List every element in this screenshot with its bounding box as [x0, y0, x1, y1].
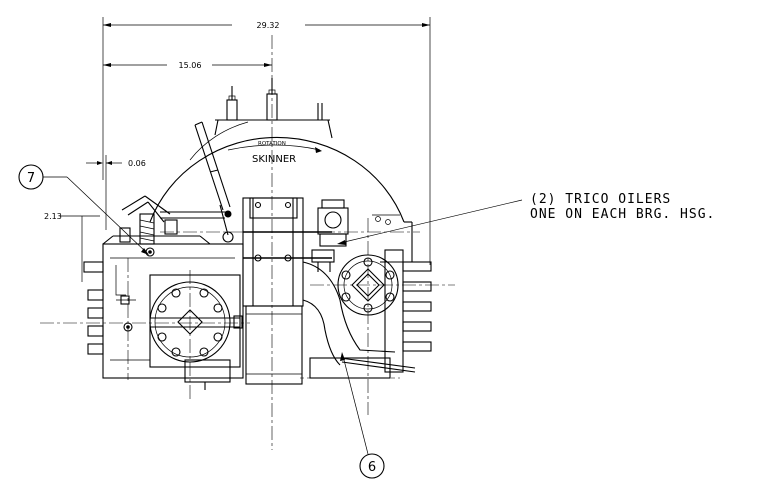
dimension-small-offset: 0.06	[86, 155, 146, 230]
rotation-indicator: ROTATION SKINNER	[227, 141, 322, 165]
left-bearing-housing	[83, 235, 244, 390]
small-offset-value: 0.06	[128, 159, 146, 168]
dimension-height-offset: 2.13	[44, 212, 100, 282]
centerlines	[40, 35, 455, 450]
center-column	[242, 197, 332, 385]
lever-arm	[194, 121, 234, 243]
offset-width-value: 15.06	[179, 61, 202, 70]
trico-oiler	[311, 199, 349, 272]
oiler-note: (2) TRICO OILERS ONE ON EACH BRG. HSG.	[337, 192, 715, 245]
balloon-6-number: 6	[368, 460, 376, 475]
balloon-7-number: 7	[27, 171, 35, 186]
height-offset-value: 2.13	[44, 212, 62, 221]
right-discharge-casing	[300, 249, 432, 379]
vent-fittings	[226, 78, 323, 121]
overall-width-value: 29.32	[257, 21, 280, 30]
maker-label: SKINNER	[252, 154, 296, 165]
note-line-1: (2) TRICO OILERS	[530, 192, 671, 207]
note-line-2: ONE ON EACH BRG. HSG.	[530, 207, 715, 222]
left-nozzle-flange	[149, 274, 243, 368]
callout-balloon-6: 6	[340, 352, 385, 479]
rotation-label: ROTATION	[258, 141, 286, 147]
callout-balloon-7: 7	[18, 164, 149, 255]
dimension-offset-width: 15.06	[103, 61, 272, 70]
dimension-overall-width: 29.32	[102, 17, 431, 265]
governor-linkage	[119, 195, 232, 257]
